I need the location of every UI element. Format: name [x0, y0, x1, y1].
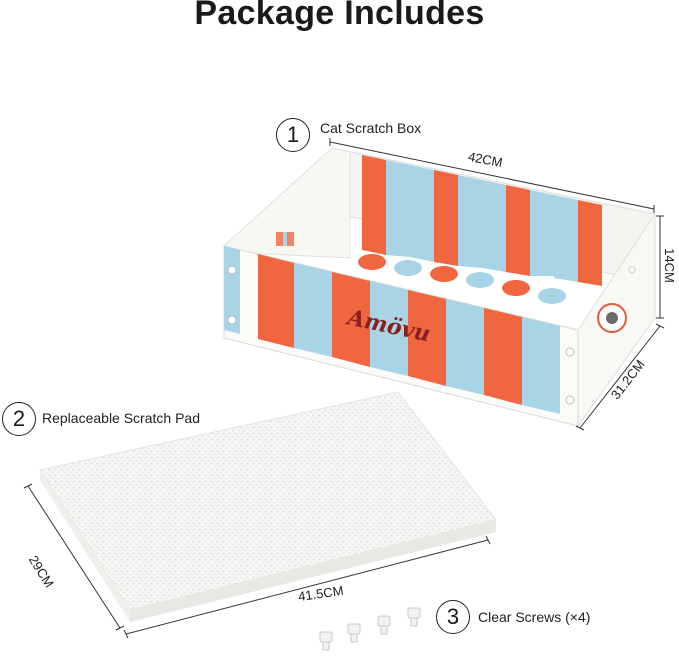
screw-3: [377, 615, 391, 635]
item-label-scratch-pad: Replaceable Scratch Pad: [42, 410, 200, 426]
cat-scratch-box: [223, 147, 656, 428]
page-title: Package Includes: [194, 0, 485, 32]
screw-4: [407, 607, 421, 627]
front-wall-stripes: [224, 246, 560, 414]
item-label-cat-scratch-box: Cat Scratch Box: [320, 120, 422, 136]
item-label-clear-screws: Clear Screws (×4): [478, 609, 591, 625]
screw-1: [319, 631, 333, 651]
box-dimension-lines: [329, 138, 665, 431]
replaceable-scratch-pad: [39, 391, 497, 622]
back-wall-stripes: [362, 155, 602, 286]
pad-dimension-lines: [23, 483, 491, 639]
item-number-2: 2: [2, 402, 36, 436]
box-height-label: 14CM: [661, 248, 677, 283]
item-number-1: 1: [276, 118, 310, 152]
floor-arches: [358, 254, 566, 304]
item-number-3: 3: [436, 600, 470, 634]
screw-2: [347, 623, 361, 643]
clear-screws: [319, 607, 421, 651]
